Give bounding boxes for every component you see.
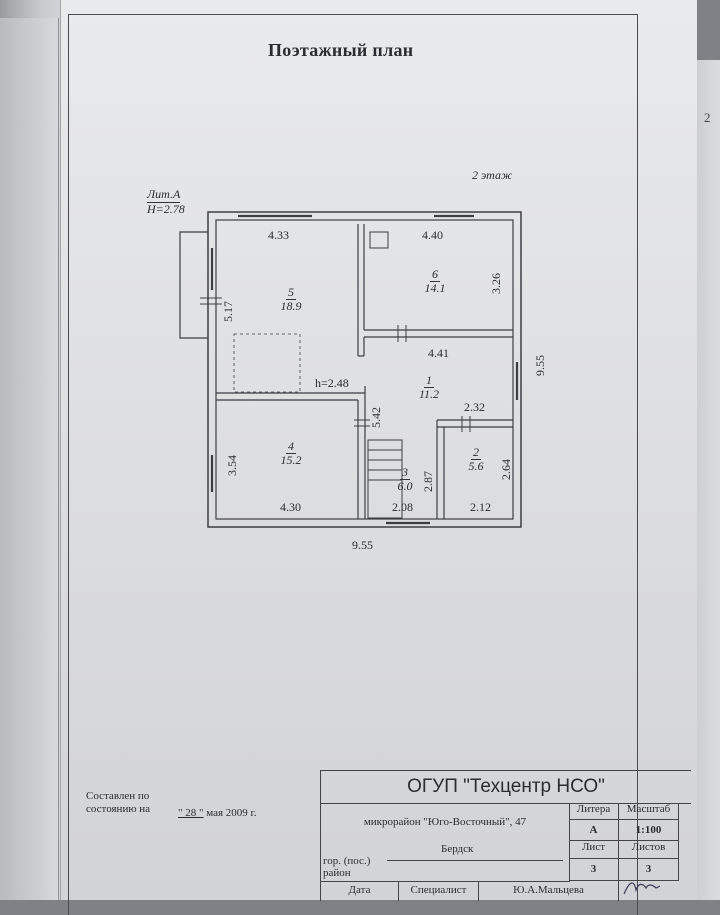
sheets-value: 3 [619,859,679,881]
dim-hall-width: 4.41 [428,346,449,360]
organization-name: ОГУП "Техцентр НСО" [321,771,691,804]
balcony-outline [179,231,208,339]
dim-room3-height: 2.87 [421,471,435,492]
litera-value: А [569,820,619,841]
outer-wall-outer [207,211,522,528]
object-address: микрорайон "Юго-Восточный", 47 [321,803,570,841]
compiled-day: " 28 " [178,807,204,819]
city-value: Бердск [441,843,474,855]
dim-room2-height: 2.64 [499,459,513,480]
dim-room1-height: 5.42 [369,407,383,428]
chimney [369,231,389,249]
interior-walls [216,224,513,519]
door-marks [200,297,471,432]
date-header: Дата [321,881,399,901]
compiled-line2: состоянию на [86,803,151,815]
dim-room4-height: 3.54 [225,455,239,476]
side-page-number: 2 [704,110,711,125]
specialist-name: Ю.А.Мальцева [479,881,619,901]
signature [623,882,661,895]
compiled-note: Составлен по состоянию на [86,790,150,816]
dim-room2-width: 2.32 [464,400,485,414]
sheet-header: Лист [569,841,619,859]
page-title: Поэтажный план [268,40,414,60]
litera-header: Литера [569,803,619,820]
dim-bottom-right: 2.12 [470,500,491,514]
sheets-header: Листов [619,841,679,859]
dim-bottom-mid: 2.08 [392,500,413,514]
city-label: гор. (пос.)район [323,855,371,879]
dim-top-left: 4.33 [268,228,289,242]
compiled-date: " 28 " мая 2009 г. [178,807,257,819]
scale-header: Масштаб [619,803,679,820]
city-row: гор. (пос.)район Бердск [321,841,570,882]
dim-bottom-left: 4.30 [280,500,301,514]
left-page-edge [0,18,59,900]
attic-opening [233,333,301,393]
dim-room6-height: 3.26 [489,273,503,294]
floor-label: 2 этаж [472,168,513,182]
compiled-month-year: мая 2009 г. [206,807,257,819]
specialist-header: Специалист [399,881,479,901]
title-block: ОГУП "Техцентр НСО" микрорайон "Юго-Вост… [320,770,691,901]
litera-height: H=2.78 [147,202,185,216]
litera-block: Лит.А H=2.78 [147,188,185,216]
sheet-frame [68,14,638,915]
dim-overall-width: 9.55 [352,538,373,552]
scale-value: 1:100 [619,820,679,841]
sheet-value: 3 [569,859,619,881]
dim-room5-height: 5.17 [221,301,235,322]
compiled-line1: Составлен по [86,790,150,802]
dim-ceiling: h=2.48 [315,376,349,390]
dim-overall-height: 9.55 [533,355,547,376]
windows [210,214,519,525]
city-underline [387,860,563,861]
dim-top-right: 4.40 [422,228,443,242]
